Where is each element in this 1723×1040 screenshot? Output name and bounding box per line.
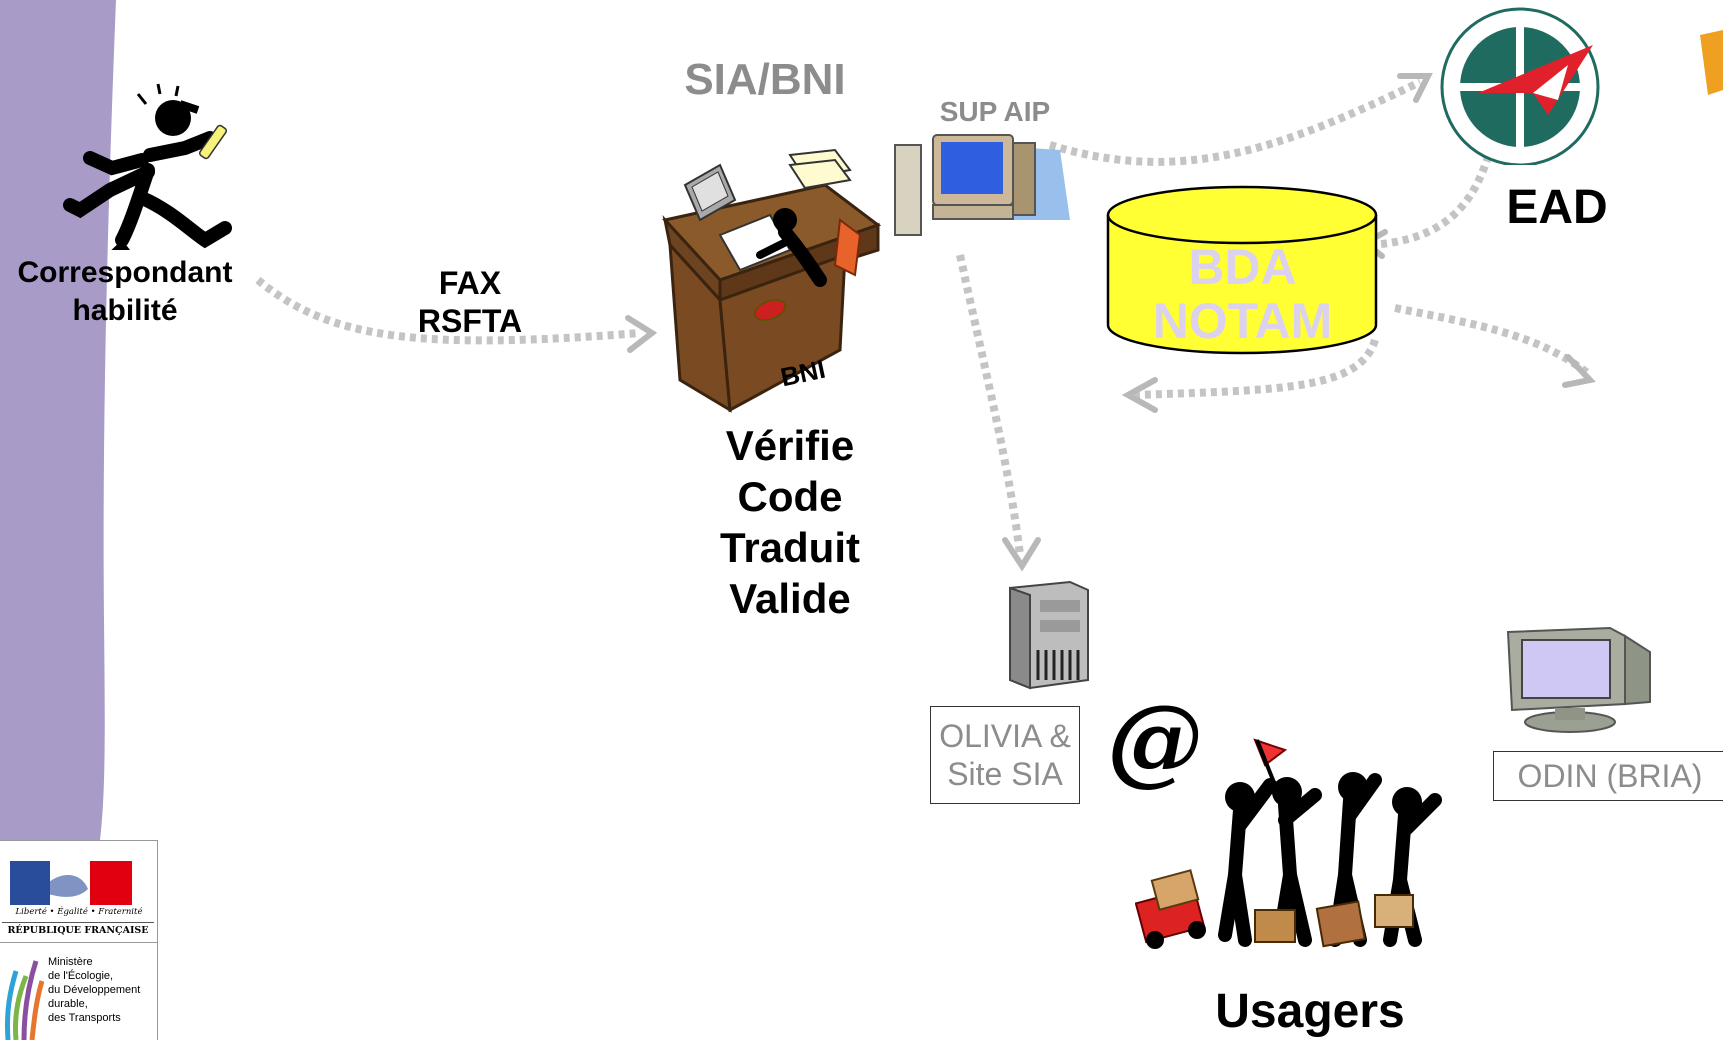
ministry-line-2: de l'Écologie, [48, 970, 114, 982]
step-valide: Valide [729, 575, 851, 622]
arrowhead-back [1121, 377, 1158, 413]
arrowhead-ead [1397, 73, 1433, 103]
bda-notam-database-icon [1106, 185, 1378, 355]
bni-steps: Vérifie Code Traduit Valide [680, 420, 900, 624]
ministry-line-1: Ministère [48, 956, 93, 968]
rsfta-label: RSFTA [417, 303, 523, 339]
step-verifie: Vérifie [725, 422, 855, 469]
email-at-icon: @ [1107, 683, 1203, 796]
ministry-color-bars-icon [5, 960, 44, 1040]
logo-motto: Liberté • Égalité • Fraternité [15, 907, 143, 917]
arrowhead-bni [625, 315, 658, 353]
arrowhead-olivia [1002, 537, 1041, 572]
olivia-server-icon [1009, 580, 1089, 690]
correspondant-label-line1: Correspondant [17, 256, 233, 289]
correspondant-label-line2: habilité [72, 294, 178, 327]
usagers-group-icon [1135, 738, 1442, 949]
logo-republique: RÉPUBLIQUE FRANÇAISE [2, 922, 154, 936]
bni-desk-icon [662, 148, 882, 413]
correspondant-label: Correspondant habilité [0, 254, 250, 330]
ead-eurocontrol-logo [1440, 7, 1600, 165]
fax-label: FAX [438, 265, 502, 301]
step-code: Code [737, 473, 843, 520]
bda-notam-label: BDA NOTAM [1115, 240, 1370, 348]
olivia-label-line1: OLIVIA & [939, 718, 1071, 754]
notam-label: NOTAM [1152, 293, 1333, 349]
sup-aip-computer-icon [894, 134, 1070, 236]
logo-divider [0, 942, 157, 943]
ead-label: EAD [1506, 181, 1608, 234]
ministry-line-5: des Transports [48, 1012, 121, 1024]
ministry-line-4: durable, [48, 998, 88, 1010]
arrow-bda-to-ead [1369, 129, 1499, 249]
arrow-correspondant-to-bni [255, 276, 641, 345]
olivia-label-line2: Site SIA [947, 756, 1063, 792]
partial-logo-fragment [1700, 30, 1723, 95]
odin-monitor-icon [1506, 626, 1651, 733]
odin-bria-box: ODIN (BRIA) [1493, 751, 1723, 801]
olivia-site-sia-box: OLIVIA & Site SIA [930, 706, 1080, 804]
arrow-bda-to-right [1394, 304, 1593, 379]
ministry-name: Ministère de l'Écologie, du Développemen… [48, 955, 156, 1025]
arrow-bda-back [1134, 338, 1379, 399]
sup-aip-label: SUP AIP [939, 96, 1051, 127]
usagers-label: Usagers [1215, 985, 1405, 1038]
step-traduit: Traduit [719, 524, 860, 571]
arrow-supaip-to-olivia [956, 254, 1024, 556]
sia-bni-title: SIA/BNI [684, 55, 846, 104]
arrowhead-right [1562, 354, 1596, 388]
arrow-supaip-to-ead [1048, 78, 1422, 166]
transmission-label: FAX RSFTA [405, 264, 535, 340]
ministry-logo-block: Liberté • Égalité • Fraternité RÉPUBLIQU… [0, 840, 158, 1040]
marianne-flag-icon [10, 861, 132, 905]
running-messenger-icon [63, 83, 232, 250]
bda-label: BDA [1188, 239, 1297, 295]
ministry-line-3: du Développement [48, 984, 141, 996]
